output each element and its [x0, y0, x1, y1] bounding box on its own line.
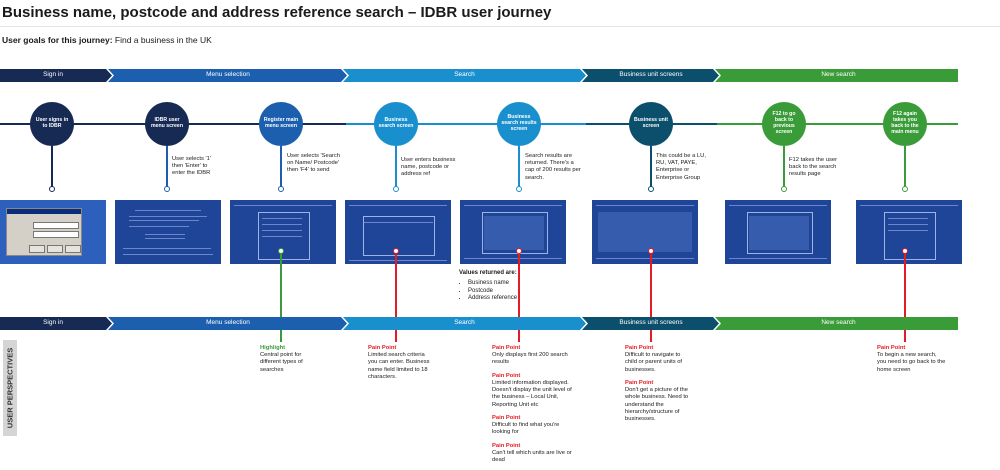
step-circle-sign-in: User signs in to IDBR: [30, 102, 74, 146]
connector-dot-1: [49, 186, 55, 192]
pain-point-newsearch: Pain Point To begin a new search, you ne…: [877, 345, 947, 374]
screenshot-business-search: [345, 200, 451, 264]
phase-banner-top: [0, 69, 958, 82]
title-divider: [0, 26, 1000, 27]
step-circle-f12-back: F12 to go back to previous screen: [762, 102, 806, 146]
screenshot-register-menu: [230, 200, 336, 264]
step-circle-business-search: Business search screen: [374, 102, 418, 146]
user-goals: User goals for this journey: Find a busi…: [2, 35, 212, 45]
pain-dot-unit: [648, 248, 654, 254]
phase-sign-in-bottom: Sign in: [43, 319, 63, 326]
pain-line-newsearch: [904, 254, 906, 342]
highlight-menu: Highlight Central point for different ty…: [260, 345, 320, 374]
screenshot-main-menu: [856, 200, 962, 264]
phase-new-search: New search: [821, 71, 856, 78]
connector-5: [518, 146, 520, 188]
pain-point-heading: Pain Point: [625, 345, 654, 351]
user-goals-value: Find a business in the UK: [114, 35, 212, 45]
connector-dot-2: [164, 186, 170, 192]
pain-line-unit: [650, 254, 652, 342]
connector-dot-7: [781, 186, 787, 192]
step-desc-search-results: Search results are returned. There's a c…: [525, 153, 581, 181]
phase-search-bottom: Search: [454, 319, 475, 326]
values-returned-item: Business name: [468, 280, 517, 288]
pain-point-search: Pain Point Limited search criteria you c…: [368, 345, 432, 381]
login-dialog: [6, 208, 82, 256]
values-returned-heading: Values returned are:: [459, 270, 517, 276]
connector-7: [783, 146, 785, 188]
phase-banner-bottom: [0, 317, 958, 330]
connector-dot-4: [393, 186, 399, 192]
user-goals-label: User goals for this journey:: [2, 35, 113, 45]
pain-dot-newsearch: [902, 248, 908, 254]
connector-4: [395, 146, 397, 188]
screenshot-search-results: [460, 200, 566, 264]
screenshot-f12-back: [725, 200, 831, 264]
connector-8: [904, 146, 906, 188]
pain-dot-results: [516, 248, 522, 254]
screenshot-sign-in: [0, 200, 106, 264]
pain-point-heading: Pain Point: [492, 414, 521, 421]
connector-6: [650, 146, 652, 188]
step-circle-search-results: Business search results screen: [497, 102, 541, 146]
timeline-green: [717, 123, 958, 125]
pain-point-text: Limited search criteria you can enter. B…: [368, 352, 430, 380]
pain-point-heading: Pain Point: [492, 442, 521, 449]
pain-point-text: Difficult to navigate to child or parent…: [625, 352, 683, 373]
connector-dot-6: [648, 186, 654, 192]
pain-dot-search: [393, 248, 399, 254]
step-desc-f12-back: F12 takes the user back to the search re…: [789, 157, 838, 178]
pain-point-text: Can't tell which units are live or dead: [492, 449, 572, 464]
pain-point-text: Difficult to find what you're looking fo…: [492, 422, 560, 436]
pain-point-text: Don't get a picture of the whole busines…: [625, 387, 689, 423]
connector-2: [166, 146, 168, 188]
phase-business-unit: Business unit screens: [619, 71, 683, 78]
connector-dot-8: [902, 186, 908, 192]
pain-point-heading: Pain Point: [877, 345, 906, 351]
step-desc-register-menu: User selects 'Search on Name/ Postcode' …: [287, 153, 340, 174]
screenshot-business-unit: [592, 200, 698, 264]
connector-3: [280, 146, 282, 188]
page-title: Business name, postcode and address refe…: [2, 4, 552, 21]
pain-point-heading: Pain Point: [625, 379, 654, 386]
user-perspectives-text: USER PERSPECTIVES: [5, 347, 15, 429]
pain-point-heading: Pain Point: [492, 345, 521, 351]
timeline-light-blue: [346, 123, 586, 125]
pain-line-results: [518, 254, 520, 342]
highlight-heading: Highlight: [260, 345, 286, 351]
step-circle-f12-main-menu: F12 again takes you back to the main men…: [883, 102, 927, 146]
highlight-text: Central point for different types of sea…: [260, 352, 303, 373]
user-perspectives-label: USER PERSPECTIVES: [3, 340, 17, 436]
step-circle-register-menu: Register main menu screen: [259, 102, 303, 146]
step-desc-business-search: User enters business name, postcode or a…: [401, 157, 456, 178]
step-desc-business-unit: This could be a LU, RU, VAT, PAYE, Enter…: [656, 153, 706, 181]
step-desc-user-menu: User selects '1' then 'Enter' to enter t…: [172, 156, 211, 177]
highlight-line: [280, 254, 282, 342]
pain-line-search: [395, 254, 397, 342]
screenshot-user-menu: [115, 200, 221, 264]
pain-point-text: Limited information displayed. Doesn't d…: [492, 379, 572, 408]
step-circle-business-unit: Business unit screen: [629, 102, 673, 146]
step-circle-user-menu: IDBR user menu screen: [145, 102, 189, 146]
phase-menu-selection: Menu selection: [206, 71, 250, 78]
pain-point-heading: Pain Point: [368, 345, 397, 351]
values-returned-item: Address reference: [468, 295, 517, 303]
highlight-dot: [278, 248, 284, 254]
connector-dot-3: [278, 186, 284, 192]
pain-point-heading: Pain Point: [492, 372, 521, 379]
pain-point-text: Only displays first 200 search results: [492, 352, 568, 366]
phase-menu-selection-bottom: Menu selection: [206, 319, 250, 326]
connector-dot-5: [516, 186, 522, 192]
values-returned: Values returned are: Business name Postc…: [459, 270, 517, 303]
pain-point-text: To begin a new search, you need to go ba…: [877, 352, 946, 373]
connector-1: [51, 146, 53, 188]
values-returned-item: Postcode: [468, 288, 517, 296]
phase-search: Search: [454, 71, 475, 78]
phase-new-search-bottom: New search: [821, 319, 856, 326]
phase-business-unit-bottom: Business unit screens: [619, 319, 683, 326]
phase-sign-in: Sign in: [43, 71, 63, 78]
